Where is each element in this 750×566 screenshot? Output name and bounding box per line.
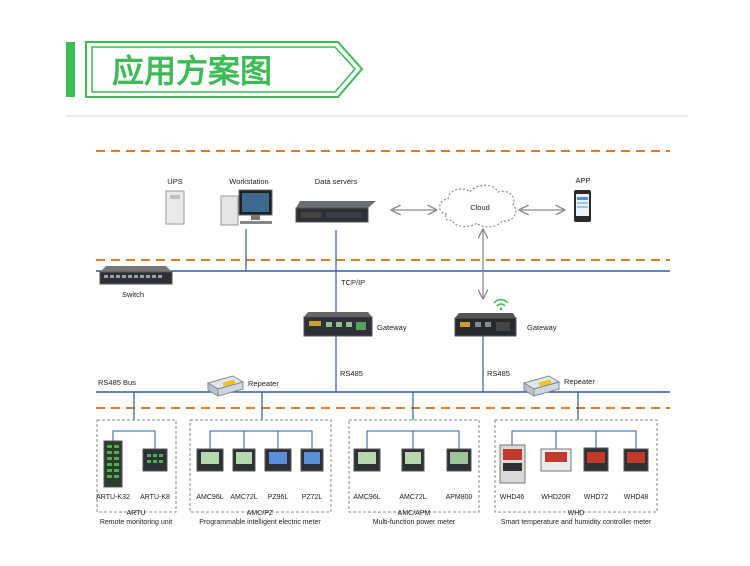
gateway-right-device: Gateway (454, 313, 557, 337)
tcpip-label: TCP/IP (341, 278, 365, 287)
device-label: AMC72L (230, 494, 257, 501)
group-name-amcapm: AMC/APM (398, 510, 431, 517)
whd72-controller (583, 447, 609, 472)
title-banner: 应用方案图 (66, 41, 364, 98)
pz72l-meter (300, 448, 324, 472)
group-desc-amcapm: Multi-function power meter (373, 519, 456, 526)
gateway-left-device: Gateway (303, 312, 407, 337)
group-box-whd (494, 419, 658, 513)
group-desc-artu: Remote monitoring unit (100, 519, 172, 526)
group-box-amcapm (348, 419, 480, 513)
device-label: AMC96L (196, 494, 223, 501)
cloud-label: Cloud (470, 203, 490, 212)
group-internal-links (112, 430, 637, 449)
page-title: 应用方案图 (112, 53, 272, 89)
amc72l-meter (401, 448, 425, 472)
group-box-artu (96, 419, 177, 513)
ups-device: UPS (165, 177, 185, 225)
device-label: WHD46 (500, 494, 525, 501)
title-accent-bar (66, 42, 75, 97)
app-label: APP (575, 176, 590, 185)
amc96l-meter (196, 448, 224, 472)
whd48-controller (623, 448, 649, 472)
group-name-whd: WHD (568, 510, 585, 517)
group-name-artu: ARTU (127, 510, 146, 517)
data-server-device: Data servers (295, 177, 376, 223)
device-label: PZ96L (268, 494, 289, 501)
device-label: WHD48 (624, 494, 649, 501)
data-servers-label: Data servers (315, 177, 358, 186)
repeater-left-device: Repeater (206, 375, 279, 397)
amc96l-meter (353, 448, 381, 472)
apm800-meter (446, 448, 472, 472)
device-label: AMC72L (399, 494, 426, 501)
wifi-icon (493, 298, 509, 311)
device-label: AMC96L (353, 494, 380, 501)
rs485-left-label: RS485 (340, 369, 363, 378)
switch-device: Switch (99, 266, 173, 299)
app-phone: APP (574, 176, 591, 222)
workstation-label: Workstation (229, 177, 268, 186)
amc72l-meter (232, 448, 256, 472)
whd20r-controller (540, 448, 572, 472)
switch-label: Switch (122, 290, 144, 299)
group-box-amcpz (189, 419, 332, 513)
group-desc-whd: Smart temperature and humidity controlle… (501, 519, 652, 526)
device-label: WHD72 (584, 494, 609, 501)
device-label: PZ72L (302, 494, 323, 501)
ups-label: UPS (167, 177, 182, 186)
artu-k32-device (103, 440, 123, 488)
title-frame-inner (91, 46, 357, 93)
device-label: APM800 (446, 494, 473, 501)
pz96l-meter (264, 448, 292, 472)
rs485-right-label: RS485 (487, 369, 510, 378)
rs485-bus-label: RS485 Bus (98, 378, 136, 387)
title-frame (85, 41, 364, 98)
repeater-right-device: Repeater (522, 375, 595, 397)
cloud-shape: Cloud (439, 184, 517, 228)
gateway-left-label: Gateway (377, 323, 407, 332)
group-name-amcpz: AMC/PZ (247, 510, 274, 517)
device-label: ARTU-K32 (96, 494, 130, 501)
gateway-right-label: Gateway (527, 323, 557, 332)
device-label: ARTU-K8 (140, 494, 170, 501)
artu-k8-device (142, 448, 168, 472)
repeater-right-label: Repeater (564, 377, 595, 386)
group-desc-amcpz: Programmable intelligent electric meter (199, 519, 321, 526)
repeater-left-label: Repeater (248, 379, 279, 388)
workstation-device: Workstation (220, 177, 273, 226)
whd46-controller (499, 444, 526, 484)
device-label: WHD20R (541, 494, 571, 501)
